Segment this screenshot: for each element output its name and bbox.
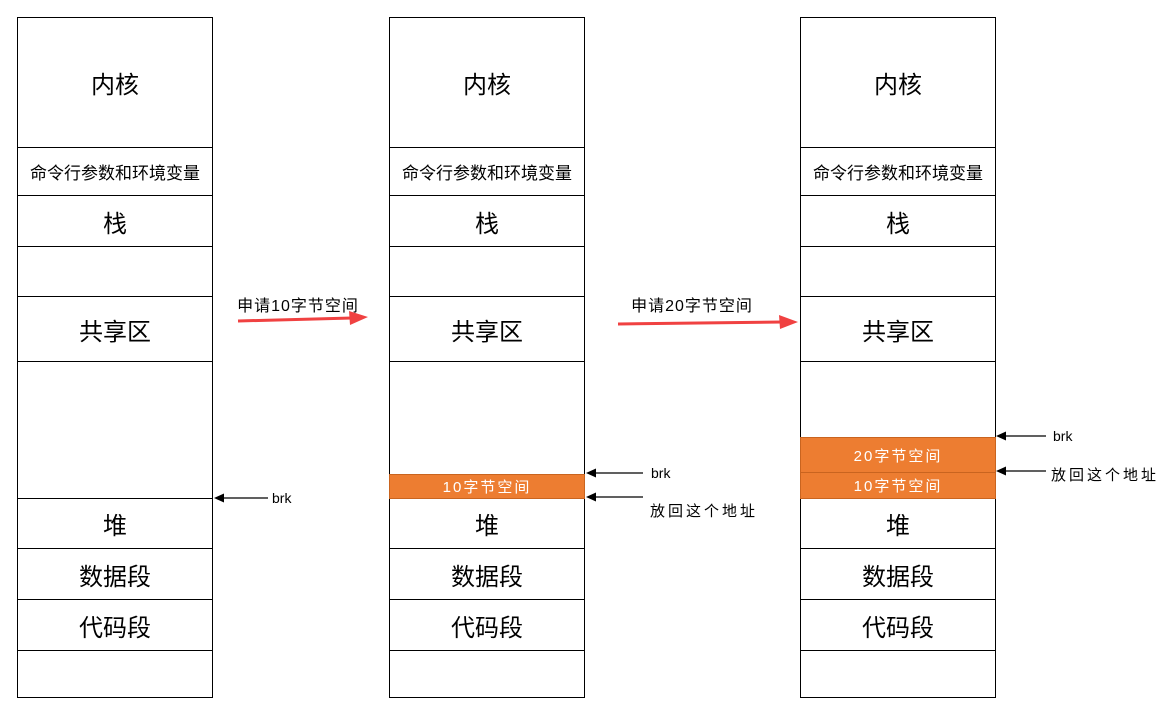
segment-data: 数据段 — [18, 549, 212, 600]
segment-kernel: 内核 — [18, 18, 212, 148]
request-20-red-arrow-icon — [617, 315, 798, 329]
segment-empty-gap — [390, 362, 584, 474]
segment-empty-gap — [801, 362, 995, 437]
release-pointer-arrow-col3-icon — [996, 466, 1046, 476]
segment-empty-gap — [18, 651, 212, 697]
segment-shared-area: 共享区 — [18, 297, 212, 362]
segment-empty-gap — [801, 247, 995, 297]
segment-stack: 栈 — [18, 196, 212, 247]
segment-empty-gap — [801, 651, 995, 697]
segment-stack: 栈 — [390, 196, 584, 247]
brk-label-col3: brk — [1053, 428, 1073, 444]
brk-label-col2: brk — [651, 465, 671, 481]
brk-pointer-arrow-col2-icon — [586, 468, 643, 478]
release-address-label-col3: 放回这个地址 — [1051, 467, 1160, 484]
release-address-label-col2: 放回这个地址 — [650, 503, 759, 520]
segment-alloc-10-bytes: 10字节空间 — [389, 474, 585, 499]
segment-kernel: 内核 — [390, 18, 584, 148]
segment-data: 数据段 — [801, 549, 995, 600]
segment-empty-gap — [390, 247, 584, 297]
request-20-label: 申请20字节空间 — [631, 298, 753, 315]
segment-code: 代码段 — [801, 600, 995, 651]
brk-pointer-arrow-col1-icon — [214, 493, 268, 503]
segment-alloc-20-bytes: 20字节空间 — [800, 437, 996, 473]
memory-column-initial: 内核 命令行参数和环境变量 栈 共享区 堆 数据段 代码段 — [17, 17, 213, 698]
request-10-label: 申请10字节空间 — [237, 298, 359, 315]
brk-label-col1: brk — [272, 490, 292, 506]
segment-data: 数据段 — [390, 549, 584, 600]
segment-cmdline-env: 命令行参数和环境变量 — [390, 148, 584, 196]
segment-empty-gap — [390, 651, 584, 697]
segment-kernel: 内核 — [801, 18, 995, 148]
segment-code: 代码段 — [18, 600, 212, 651]
segment-heap: 堆 — [801, 499, 995, 549]
segment-alloc-10-bytes: 10字节空间 — [800, 472, 996, 499]
segment-code: 代码段 — [390, 600, 584, 651]
memory-column-after-20: 内核 命令行参数和环境变量 栈 共享区 20字节空间 10字节空间 堆 数据段 … — [800, 17, 996, 698]
segment-shared-area: 共享区 — [801, 297, 995, 362]
brk-pointer-arrow-col3-icon — [996, 431, 1046, 441]
segment-cmdline-env: 命令行参数和环境变量 — [18, 148, 212, 196]
segment-heap: 堆 — [18, 499, 212, 549]
release-pointer-arrow-col2-icon — [586, 492, 643, 502]
segment-heap: 堆 — [390, 499, 584, 549]
segment-stack: 栈 — [801, 196, 995, 247]
segment-empty-gap — [18, 362, 212, 499]
segment-shared-area: 共享区 — [390, 297, 584, 362]
segment-cmdline-env: 命令行参数和环境变量 — [801, 148, 995, 196]
segment-empty-gap — [18, 247, 212, 297]
memory-column-after-10: 内核 命令行参数和环境变量 栈 共享区 10字节空间 堆 数据段 代码段 — [389, 17, 585, 698]
